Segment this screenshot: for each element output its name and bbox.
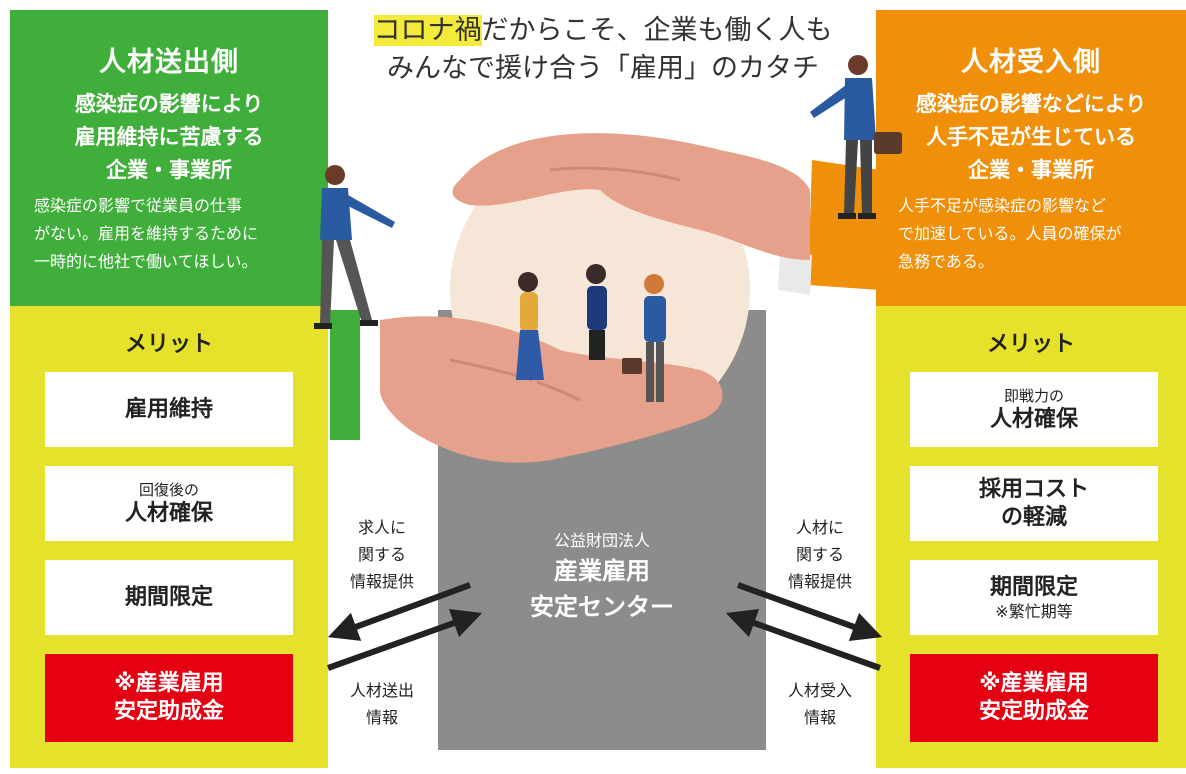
- receiver-subtitle: 感染症の影響などにより 人手不足が生じている 企業・事業所: [876, 88, 1186, 187]
- sender-merits-panel: メリット 雇用維持 回復後の 人材確保 期間限定 ※産業雇用 安定助成金: [10, 306, 328, 768]
- receiver-merit-box: 期間限定 ※繁忙期等: [910, 560, 1158, 635]
- organization-name: 産業雇用 安定センター: [438, 553, 766, 625]
- flow-label-sending-info: 人材送出 情報: [332, 677, 432, 731]
- receiver-subsidy-box: ※産業雇用 安定助成金: [910, 654, 1158, 742]
- organization-type: 公益財団法人: [553, 531, 650, 550]
- merit-text: 人材確保: [989, 406, 1078, 432]
- right-standing-man: [810, 55, 902, 219]
- receiver-merits-panel: メリット 即戦力の 人材確保 採用コスト の軽減 期間限定 ※繁忙期等 ※産業雇…: [876, 306, 1186, 768]
- flow-label-line: 情報: [803, 708, 836, 727]
- sender-description: 感染症の影響で従業員の仕事 がない。雇用を維持するために 一時的に他社で働いてほ…: [34, 192, 258, 276]
- sender-merit-box: 期間限定: [45, 560, 293, 635]
- flow-arrows: [326, 582, 883, 671]
- sender-merit-title: メリット: [124, 332, 213, 357]
- receiver-subtitle-line: 人手不足が生じている: [926, 125, 1136, 149]
- sender-merit-box: 雇用維持: [45, 372, 293, 447]
- sender-subtitle: 感染症の影響により 雇用維持に苦慮する 企業・事業所: [10, 88, 328, 187]
- receiver-title: 人材受入側: [961, 47, 1101, 78]
- organization-name-line: 安定センター: [530, 593, 674, 621]
- flow-label-line: 関する: [357, 545, 406, 564]
- left-cuff: [360, 315, 380, 435]
- merit-subtext: 回復後の: [138, 480, 199, 499]
- subsidy-text: 安定助成金: [113, 699, 224, 724]
- bottom-hand: [380, 316, 723, 463]
- receiver-description-line: で加速している。人員の確保が: [898, 224, 1122, 243]
- sender-subtitle-line: 企業・事業所: [106, 158, 232, 182]
- arrow-to-receiver: [736, 582, 883, 642]
- merit-subtext: 即戦力の: [1003, 386, 1064, 405]
- merit-text: 雇用維持: [124, 396, 213, 422]
- organization-name-line: 産業雇用: [554, 557, 650, 585]
- sender-description-line: 感染症の影響で従業員の仕事: [34, 196, 243, 215]
- sender-subtitle-line: 感染症の影響により: [74, 92, 264, 116]
- flow-label-line: 情報: [365, 708, 398, 727]
- flow-label-line: 求人に: [357, 518, 406, 537]
- receiver-description: 人手不足が感染症の影響など で加速している。人員の確保が 急務である。: [898, 192, 1122, 276]
- merit-text: 採用コスト: [978, 476, 1089, 502]
- left-sleeve: [330, 310, 360, 440]
- subsidy-text: ※産業雇用: [979, 671, 1089, 696]
- arrow-from-sender: [326, 608, 483, 671]
- sender-description-line: 一時的に他社で働いてほしい。: [34, 252, 258, 271]
- receiver-merit-box: 採用コスト の軽減: [910, 466, 1158, 541]
- merit-text: 期間限定: [989, 574, 1078, 600]
- arrow-to-sender: [327, 582, 472, 641]
- sender-panel-header: 人材送出側 感染症の影響により 雇用維持に苦慮する 企業・事業所 感染症の影響で…: [10, 10, 328, 306]
- receiver-description-line: 急務である。: [898, 252, 994, 271]
- sender-merit-box: 回復後の 人材確保: [45, 466, 293, 541]
- arrow-from-receiver: [725, 608, 882, 671]
- merit-text: 人材確保: [124, 500, 213, 526]
- flow-label-job-info: 求人に 関する 情報提供: [332, 514, 432, 595]
- headline-line2: みんなで援け合う「雇用」のカタチ: [387, 53, 819, 84]
- flow-label-line: 人材送出: [349, 681, 414, 700]
- sender-subtitle-line: 雇用維持に苦慮する: [74, 125, 264, 149]
- flow-label-talent-info: 人材に 関する 情報提供: [770, 514, 870, 595]
- headline-highlight: コロナ禍: [373, 15, 482, 46]
- sender-subsidy-box: ※産業雇用 安定助成金: [45, 654, 293, 742]
- sender-description-line: がない。雇用を維持するために: [34, 224, 259, 243]
- flow-label-line: 人材に: [795, 518, 844, 537]
- sender-title: 人材送出側: [99, 47, 239, 78]
- flow-label-line: 人材受入: [787, 681, 852, 700]
- flow-label-line: 関する: [795, 545, 844, 564]
- left-standing-man: [314, 165, 395, 329]
- receiver-merit-box: 即戦力の 人材確保: [910, 372, 1158, 447]
- merit-note: ※繁忙期等: [995, 601, 1073, 621]
- receiver-merit-title: メリット: [986, 332, 1075, 357]
- flow-label-line: 情報提供: [349, 572, 414, 591]
- receiver-panel-header: 人材受入側 感染症の影響などにより 人手不足が生じている 企業・事業所 人手不足…: [876, 10, 1186, 306]
- person-yellow: [516, 272, 544, 405]
- person-blue-man: [622, 274, 666, 402]
- headline: コロナ禍だからこそ、企業も働く人も みんなで援け合う「雇用」のカタチ: [330, 12, 876, 88]
- receiver-description-line: 人手不足が感染症の影響など: [898, 196, 1107, 215]
- receiver-subtitle-line: 感染症の影響などにより: [915, 92, 1147, 116]
- merit-text: 期間限定: [124, 584, 213, 610]
- receiver-subtitle-line: 企業・事業所: [968, 158, 1094, 182]
- top-hand: [452, 133, 810, 260]
- subsidy-text: ※産業雇用: [114, 671, 224, 696]
- person-navy-woman: [586, 264, 607, 405]
- headline-line1: だからこそ、企業も働く人も: [481, 15, 833, 46]
- right-cuff: [778, 250, 812, 295]
- flow-label-receiving-info: 人材受入 情報: [770, 677, 870, 731]
- subsidy-text: 安定助成金: [978, 699, 1089, 724]
- hands-illustration: [330, 133, 880, 463]
- flow-label-line: 情報提供: [787, 572, 852, 591]
- merit-text: の軽減: [1000, 504, 1067, 530]
